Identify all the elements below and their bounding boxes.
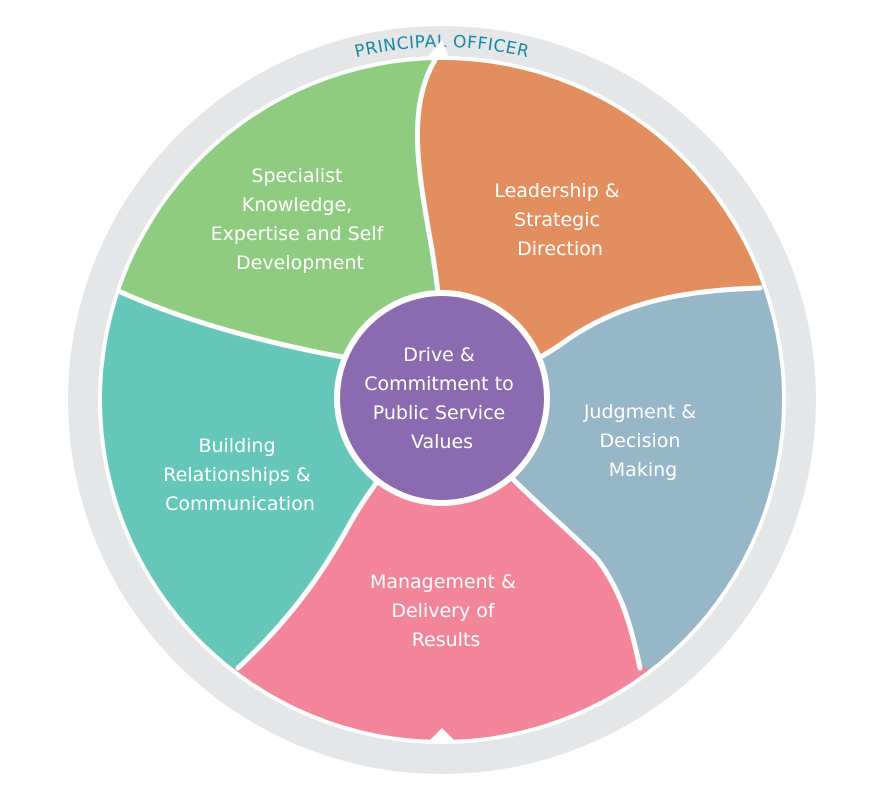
judgment-line-3: Making xyxy=(609,459,677,481)
hub-line-3: Public Service xyxy=(373,402,506,424)
leadership-line-3: Direction xyxy=(517,238,603,260)
leadership-line-2: Strategic xyxy=(514,209,600,231)
management-line-3: Results xyxy=(412,629,481,651)
management-line-2: Delivery of xyxy=(391,600,496,622)
hub-line-2: Commitment to xyxy=(364,373,513,395)
management-line-1: Management & xyxy=(370,571,516,593)
notch-top xyxy=(428,40,450,60)
segment-specialist-label: Specialist Knowledge, Expertise and Self… xyxy=(211,165,390,274)
segment-relationships xyxy=(102,60,442,740)
segment-management xyxy=(102,400,782,740)
notch-bottom xyxy=(428,728,456,742)
specialist-line-2: Knowledge, xyxy=(242,194,352,216)
divider-teal-green xyxy=(109,285,445,403)
leadership-line-1: Leadership & xyxy=(494,180,619,202)
segment-relationships-label: Building Relationships & Communication xyxy=(163,435,316,515)
relationships-line-1: Building xyxy=(198,435,275,457)
segment-judgment-label: Judgment & Decision Making xyxy=(583,401,702,481)
judgment-line-1: Judgment & xyxy=(583,401,696,423)
specialist-line-3: Expertise and Self xyxy=(211,223,385,245)
segment-leadership-label: Leadership & Strategic Direction xyxy=(494,180,625,260)
edge-notches xyxy=(428,40,456,742)
hub-label: Drive & Commitment to Public Service Val… xyxy=(364,344,520,453)
relationships-line-2: Relationships & xyxy=(163,464,311,486)
specialist-line-4: Development xyxy=(236,252,364,274)
judgment-line-2: Decision xyxy=(600,430,681,452)
hub-line-4: Values xyxy=(411,431,473,453)
hub-line-1: Drive & xyxy=(403,344,475,366)
relationships-line-3: Communication xyxy=(165,493,315,515)
specialist-line-1: Specialist xyxy=(251,165,342,187)
segment-management-label: Management & Delivery of Results xyxy=(370,571,522,651)
hub-circle xyxy=(340,296,544,500)
